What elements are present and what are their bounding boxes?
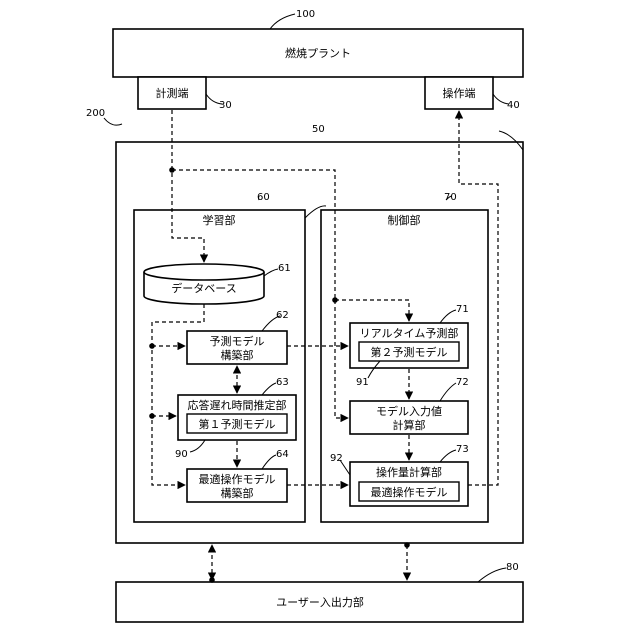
ref-72: 72 (456, 377, 469, 388)
ref-100: 100 (296, 9, 315, 20)
ref-61: 61 (278, 263, 291, 274)
ref-30: 30 (219, 100, 232, 111)
optimal-model-builder-label-2: 構築部 (221, 486, 254, 500)
ref-64: 64 (276, 449, 289, 460)
ref-80: 80 (506, 562, 519, 573)
ref-71: 71 (456, 304, 469, 315)
plant-label: 燃焼プラント (285, 46, 351, 60)
control-unit-label: 制御部 (388, 213, 421, 227)
operation-calculator-label: 操作量計算部 (376, 465, 442, 479)
ref-92: 92 (330, 453, 343, 464)
ref-50: 50 (312, 124, 325, 135)
ref-91: 91 (356, 377, 369, 388)
optimal-operation-model-label: 最適操作モデル (371, 485, 448, 499)
ref-70: 70 (444, 192, 457, 203)
ref-200: 200 (86, 108, 105, 119)
optimal-model-builder-label-1: 最適操作モデル (199, 472, 276, 486)
realtime-predictor-label: リアルタイム予測部 (360, 326, 459, 340)
ref-63: 63 (276, 377, 289, 388)
ref-90: 90 (175, 449, 188, 460)
prediction-model-builder-label-1: 予測モデル (210, 334, 265, 348)
model-input-calculator-label-1: モデル入力値 (376, 404, 442, 418)
ref-73: 73 (456, 444, 469, 455)
ref-40: 40 (507, 100, 520, 111)
operate-terminal-label: 操作端 (443, 86, 476, 100)
user-io-label: ユーザー入出力部 (276, 595, 364, 609)
prediction-model-builder-label-2: 構築部 (221, 348, 254, 362)
second-prediction-model-label: 第２予測モデル (371, 345, 448, 359)
first-prediction-model-label: 第１予測モデル (199, 417, 276, 431)
ref-62: 62 (276, 310, 289, 321)
model-input-calculator-label-2: 計算部 (393, 418, 426, 432)
ref-60: 60 (257, 192, 270, 203)
database-label: データベース (171, 281, 236, 295)
measure-terminal-label: 計測端 (156, 86, 189, 100)
learning-unit-label: 学習部 (203, 213, 236, 227)
delay-estimator-label: 応答遅れ時間推定部 (188, 398, 287, 412)
